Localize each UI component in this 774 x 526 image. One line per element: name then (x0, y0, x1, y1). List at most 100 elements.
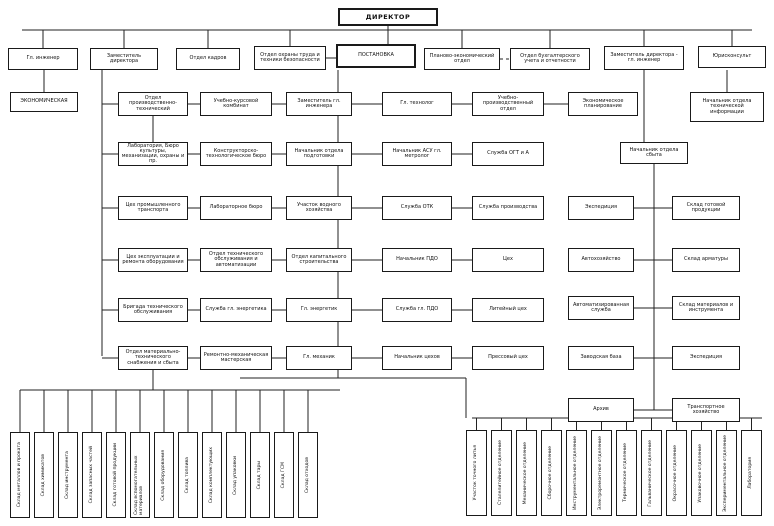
grid-box-rl2-label: Автохозяйство (581, 256, 621, 263)
grid-box-c1r6: Отдел материально-технического снабжения… (118, 346, 188, 370)
top-box-t_zam_adm: Заместитель директора (90, 48, 158, 70)
grid-box-c2r5-label: Служба гл. энергетика (205, 306, 267, 313)
grid-box-c4r3: Служба ОТК (382, 196, 452, 220)
grid-box-rl1-label: Экспедиция (585, 204, 617, 211)
grid-box-c6r1: Экономическое планирование (568, 92, 638, 116)
grid-box-r_head-label: Начальник отдела сбыта (629, 146, 679, 158)
grid-box-rr1: Склад готовой продукции (672, 196, 740, 220)
top-box-t_zam_adm-label: Заместитель директора (106, 52, 142, 64)
top-box-t_ohrana-label: Отдел охраны труда и техники безопасност… (260, 51, 320, 63)
bottom-right-box-0: Участок точного литья (466, 430, 487, 516)
grid-box-c6r1-label: Экономическое планирование (582, 97, 624, 109)
grid-box-c5r1-label: Учебно-производственный отдел (482, 95, 534, 112)
bottom-left-box-10: Склад тары (250, 432, 270, 518)
grid-box-rr1-label: Склад готовой продукции (686, 201, 726, 213)
bottom-right-box-3-label: Сборочное отделение (548, 446, 554, 500)
top-box-t_plan: Планово-экономический отдел (424, 48, 500, 70)
grid-box-c2r1-label: Учебно-курсовой комбинат (213, 97, 259, 109)
bottom-right-box-11-label: Лаборатория (748, 457, 754, 489)
grid-box-c3r3-label: Участок водного хозяйства (297, 201, 341, 213)
grid-box-c1r1: Отдел производственно-технический (118, 92, 188, 116)
bottom-left-box-6: Склад оборудования (154, 432, 174, 518)
bottom-right-box-8: Окрасочное отделение (666, 430, 687, 516)
grid-box-c1r4-label: Цех эксплуатации и ремонта оборудования (122, 253, 184, 265)
bottom-right-box-5: Электроремонтное отделение (591, 430, 612, 516)
bottom-left-box-6-label: Склад оборудования (160, 449, 166, 501)
grid-box-rl3: Автоматизированная служба (568, 296, 634, 320)
bottom-left-box-3-label: Склад запасных частей (88, 446, 94, 504)
grid-box-rr2-label: Склад арматуры (684, 256, 728, 263)
bottom-left-box-2-label: Склад инструмента (64, 451, 70, 499)
director-box: ДИРЕКТОР (338, 8, 438, 26)
grid-box-c3r1-label: Заместитель гл. инженера (297, 97, 341, 109)
bottom-right-box-7-label: Гальваническое отделение (648, 439, 654, 507)
top-box-t_buh-label: Отдел бухгалтерского учета и отчетности (520, 52, 580, 64)
grid-box-c5r3: Служба производства (472, 196, 544, 220)
under-box-left: ЭКОНОМИЧЕСКАЯ (10, 92, 78, 112)
grid-box-c5r5: Литейный цех (472, 298, 544, 322)
top-box-t_right-label: Юрисконсульт (712, 53, 752, 60)
bottom-right-box-2-label: Механическое отделение (523, 441, 529, 505)
top-box-t_buh: Отдел бухгалтерского учета и отчетности (510, 48, 590, 70)
grid-box-c4r4: Начальник ПДО (382, 248, 452, 272)
grid-box-c5r6-label: Прессовый цех (488, 354, 528, 361)
bottom-right-box-0-label: Участок точного литья (473, 445, 479, 501)
bottom-left-box-4-label: Склад готовой продукции (112, 443, 118, 507)
grid-box-c5r6: Прессовый цех (472, 346, 544, 370)
bottom-left-box-1: Склад химикатов (34, 432, 54, 518)
grid-box-rr5-label: Транспортное хозяйство (687, 403, 725, 415)
bottom-right-box-3: Сборочное отделение (541, 430, 562, 516)
bottom-right-box-11: Лаборатория (741, 430, 762, 516)
top-box-t_zam_gl-label: Заместитель директора - гл. инженер (610, 51, 678, 63)
grid-box-c3r5-label: Гл. энергетик (300, 306, 338, 313)
bottom-left-box-2: Склад инструмента (58, 432, 78, 518)
bottom-left-box-5-label: Склад вспомогательных материалов (134, 455, 144, 515)
bottom-right-box-10-label: Экспериментальное отделение (723, 434, 729, 512)
grid-box-c2r3-label: Лабораторное бюро (209, 204, 263, 211)
grid-box-c2r5: Служба гл. энергетика (200, 298, 272, 322)
bottom-left-box-9: Склад упаковки (226, 432, 246, 518)
grid-box-c1r5: Бригада технического обслуживания (118, 298, 188, 322)
grid-box-c4r4-label: Начальник ПДО (396, 256, 438, 263)
grid-box-c4r5-label: Служба гл. ПДО (395, 306, 439, 313)
grid-box-c2r6: Ремонтно-механическая мастерская (200, 346, 272, 370)
top-box-t_zam_gl: Заместитель директора - гл. инженер (604, 46, 684, 70)
bottom-right-box-4-label: Инструментальное отделение (573, 436, 579, 510)
grid-box-c4r1-label: Гл. технолог (400, 100, 434, 107)
bottom-left-box-4: Склад готовой продукции (106, 432, 126, 518)
top-box-t_otdel_kadrov: Отдел кадров (176, 48, 240, 70)
bottom-right-box-2: Механическое отделение (516, 430, 537, 516)
grid-box-c5r2: Служба ОГТ и А (472, 142, 544, 166)
bottom-right-box-7: Гальваническое отделение (641, 430, 662, 516)
grid-box-c1r1-label: Отдел производственно-технический (129, 95, 177, 112)
grid-box-c4r1: Гл. технолог (382, 92, 452, 116)
bottom-left-box-9-label: Склад упаковки (232, 455, 238, 495)
bottom-left-box-12: Склад отходов (298, 432, 318, 518)
grid-box-c3r2-label: Начальник отдела подготовки (294, 147, 344, 159)
grid-box-c2r4: Отдел технического обслуживания и автома… (200, 248, 272, 272)
grid-box-c1r2: Лаборатория, Бюро культуры, механизации,… (118, 142, 188, 166)
bottom-left-box-0-label: Склад металлов и проката (16, 442, 22, 508)
grid-box-rr3: Склад материалов и инструмента (672, 296, 740, 320)
top-box-t_otdel_kadrov-label: Отдел кадров (189, 55, 227, 62)
grid-box-rl1: Экспедиция (568, 196, 634, 220)
bottom-right-box-9-label: Упаковочное отделение (698, 443, 704, 503)
grid-box-c4r2-label: Начальник АСУ гл. метролог (392, 147, 442, 159)
grid-box-c5r3-label: Служба производства (478, 204, 538, 211)
under-box-left-label: ЭКОНОМИЧЕСКАЯ (20, 98, 68, 105)
bottom-right-box-1: Сталелитейное отделение (491, 430, 512, 516)
grid-box-c1r6-label: Отдел материально-технического снабжения… (125, 349, 181, 366)
bottom-right-box-5-label: Электроремонтное отделение (598, 435, 604, 510)
top-box-t_ohrana: Отдел охраны труда и техники безопасност… (254, 46, 326, 70)
grid-box-c5r1: Учебно-производственный отдел (472, 92, 544, 116)
grid-box-rl5: Архив (568, 398, 634, 422)
grid-box-c2r4-label: Отдел технического обслуживания и автома… (208, 251, 264, 268)
grid-box-c2r6-label: Ремонтно-механическая мастерская (203, 351, 269, 363)
grid-box-c1r4: Цех эксплуатации и ремонта оборудования (118, 248, 188, 272)
grid-box-c1r3-label: Цех промышленного транспорта (125, 201, 181, 213)
bottom-left-box-10-label: Склад тары (256, 460, 262, 490)
bottom-right-box-4: Инструментальное отделение (566, 430, 587, 516)
bottom-left-box-7-label: Склад топлива (184, 456, 190, 494)
grid-box-c2r1: Учебно-курсовой комбинат (200, 92, 272, 116)
